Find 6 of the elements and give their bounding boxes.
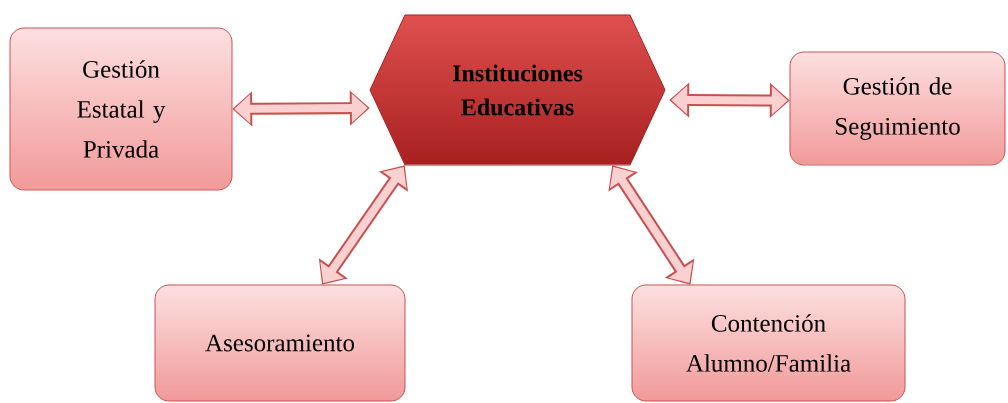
hexagon-box: Instituciones Educativas [369,14,666,166]
process-box: Gestión Estatal y Privada [9,27,233,191]
double-arrow [608,165,695,285]
process-box: Contención Alumno/Familia [631,284,906,402]
process-box: Asesoramiento [154,284,406,402]
process-box: Gestión de Seguimiento [789,51,1006,166]
